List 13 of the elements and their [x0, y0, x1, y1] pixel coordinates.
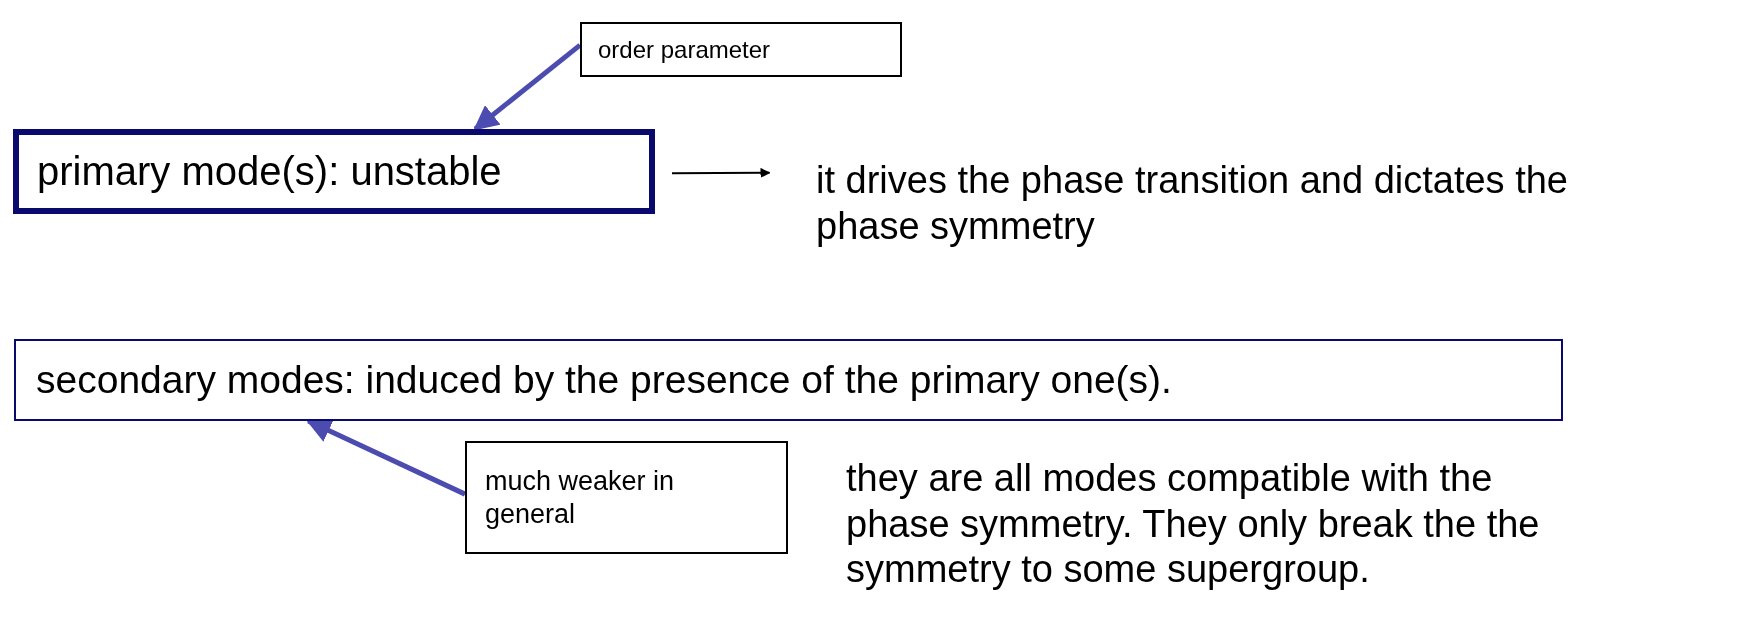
box-label: order parameter: [598, 34, 771, 65]
note-text: they are all modes compatible with the phase symmetry. They only break the the symmetry to some supergroup.: [846, 456, 1541, 593]
process-box: [13, 129, 655, 214]
process-box: [14, 339, 1563, 421]
box-label: secondary modes: induced by the presence of the primary one(s).: [36, 357, 1172, 404]
box-label: primary mode(s): unstable: [37, 148, 502, 196]
arrow: [473, 43, 582, 131]
arrow: [306, 418, 467, 497]
box-label: much weaker in general: [485, 464, 676, 531]
description-text: it drives the phase transition and dictates the phase symmetry: [816, 157, 1569, 249]
callout-box: [580, 22, 902, 77]
callout-box: [465, 441, 788, 554]
arrow: [671, 167, 771, 178]
